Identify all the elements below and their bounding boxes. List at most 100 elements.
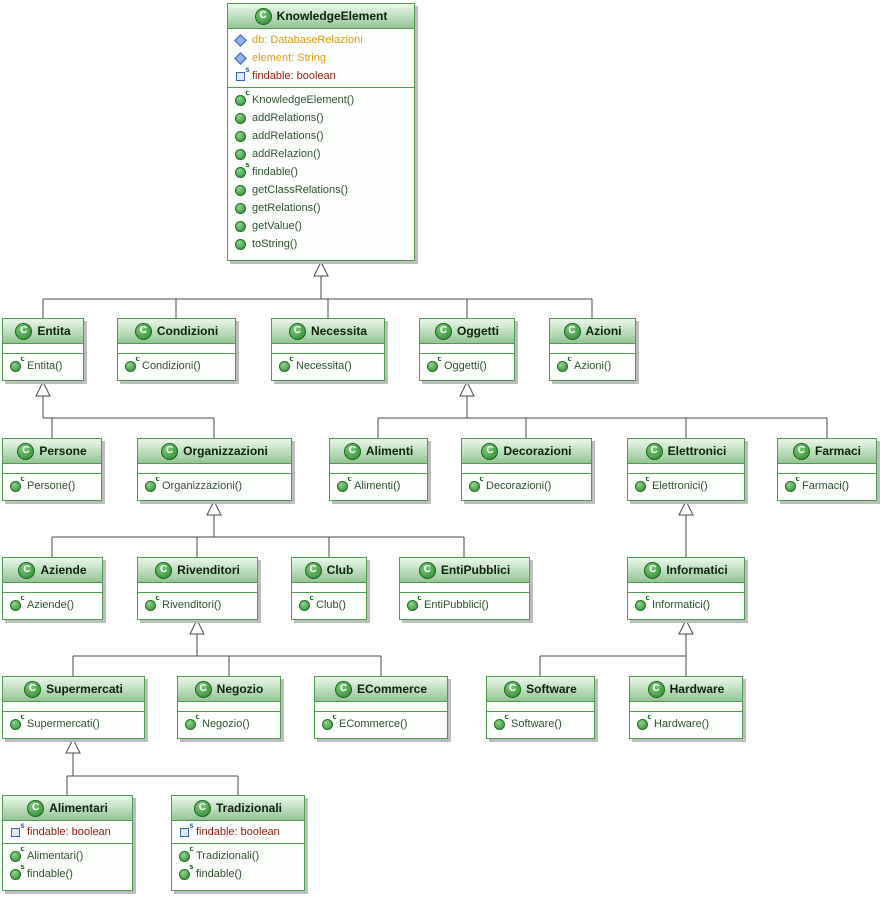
class-icon: C	[644, 561, 662, 579]
generalization-arrow	[65, 737, 81, 754]
method-row: getClassRelations()	[228, 181, 414, 199]
method-row: Aziende()	[3, 596, 102, 614]
field-label: element: String	[252, 52, 326, 64]
method-label: ECommerce()	[339, 718, 408, 730]
class-icon: C	[134, 322, 152, 340]
constructor-method-icon	[10, 596, 25, 611]
method-icon	[235, 238, 246, 250]
edge-entita-subclasses	[35, 380, 215, 438]
method-row: Informatici()	[628, 596, 744, 614]
class-icon: C	[304, 561, 322, 579]
class-name: Elettronici	[667, 444, 727, 458]
fields-compartment	[778, 464, 876, 474]
constructor-method-icon	[635, 477, 650, 492]
method-label: Necessita()	[296, 360, 352, 372]
fields-compartment	[178, 702, 280, 712]
fields-compartment	[272, 344, 384, 354]
class-icon: C	[288, 322, 306, 340]
class-name: Software	[526, 682, 577, 696]
class-club[interactable]: C Club Club()	[291, 557, 367, 620]
fields-compartment: db: DatabaseRelazioni element: String fi…	[228, 29, 414, 88]
class-name: Tradizionali	[215, 801, 282, 815]
class-name: Informatici	[666, 563, 728, 577]
class-name: Alimenti	[365, 444, 414, 458]
boolean-field-icon	[180, 823, 194, 837]
methods-compartment: Club()	[292, 593, 366, 619]
constructor-method-icon	[179, 847, 194, 862]
method-row: Azioni()	[550, 357, 635, 375]
method-row: Oggetti()	[420, 357, 514, 375]
methods-compartment: Hardware()	[630, 712, 742, 738]
class-name: Negozio	[216, 682, 264, 696]
method-label: Farmaci()	[802, 480, 850, 492]
class-informatici[interactable]: C Informatici Informatici()	[627, 557, 745, 620]
method-row: addRelazion()	[228, 145, 414, 163]
method-label: Informatici()	[652, 599, 711, 611]
class-knowledgeelement[interactable]: C KnowledgeElement db: DatabaseRelazioni…	[227, 3, 415, 261]
class-name: Entita	[37, 324, 71, 338]
methods-compartment: Tradizionali() findable()	[172, 844, 304, 890]
method-label: Software()	[511, 718, 562, 730]
method-row: addRelations()	[228, 109, 414, 127]
generalization-arrow	[313, 260, 329, 277]
method-row: Club()	[292, 596, 366, 614]
method-label: Negozio()	[202, 718, 250, 730]
method-icon	[235, 220, 246, 232]
methods-compartment: Supermercati()	[3, 712, 144, 738]
method-label: getRelations()	[252, 202, 321, 214]
class-icon: C	[334, 680, 352, 698]
fields-compartment: findable: boolean	[172, 821, 304, 844]
method-label: getValue()	[252, 220, 302, 232]
field-row: findable: boolean	[228, 67, 414, 85]
class-icon: C	[481, 442, 499, 460]
method-icon	[235, 148, 246, 160]
class-informatici-header: C Informatici	[628, 558, 744, 583]
method-row: Tradizionali()	[172, 847, 304, 865]
constructor-method-icon	[10, 847, 25, 862]
class-name: Organizzazioni	[183, 444, 268, 458]
constructor-method-icon	[10, 477, 25, 492]
generalization-arrow	[678, 499, 694, 516]
class-name: Condizioni	[156, 324, 219, 338]
fields-compartment	[3, 344, 83, 354]
field-row: findable: boolean	[3, 823, 132, 841]
class-name: Club	[326, 563, 354, 577]
field-label: findable: boolean	[196, 826, 280, 838]
field-row: element: String	[228, 49, 414, 67]
method-icon	[235, 112, 246, 124]
fields-compartment	[138, 464, 291, 474]
constructor-method-icon	[145, 596, 160, 611]
methods-compartment: Farmaci()	[778, 474, 876, 500]
